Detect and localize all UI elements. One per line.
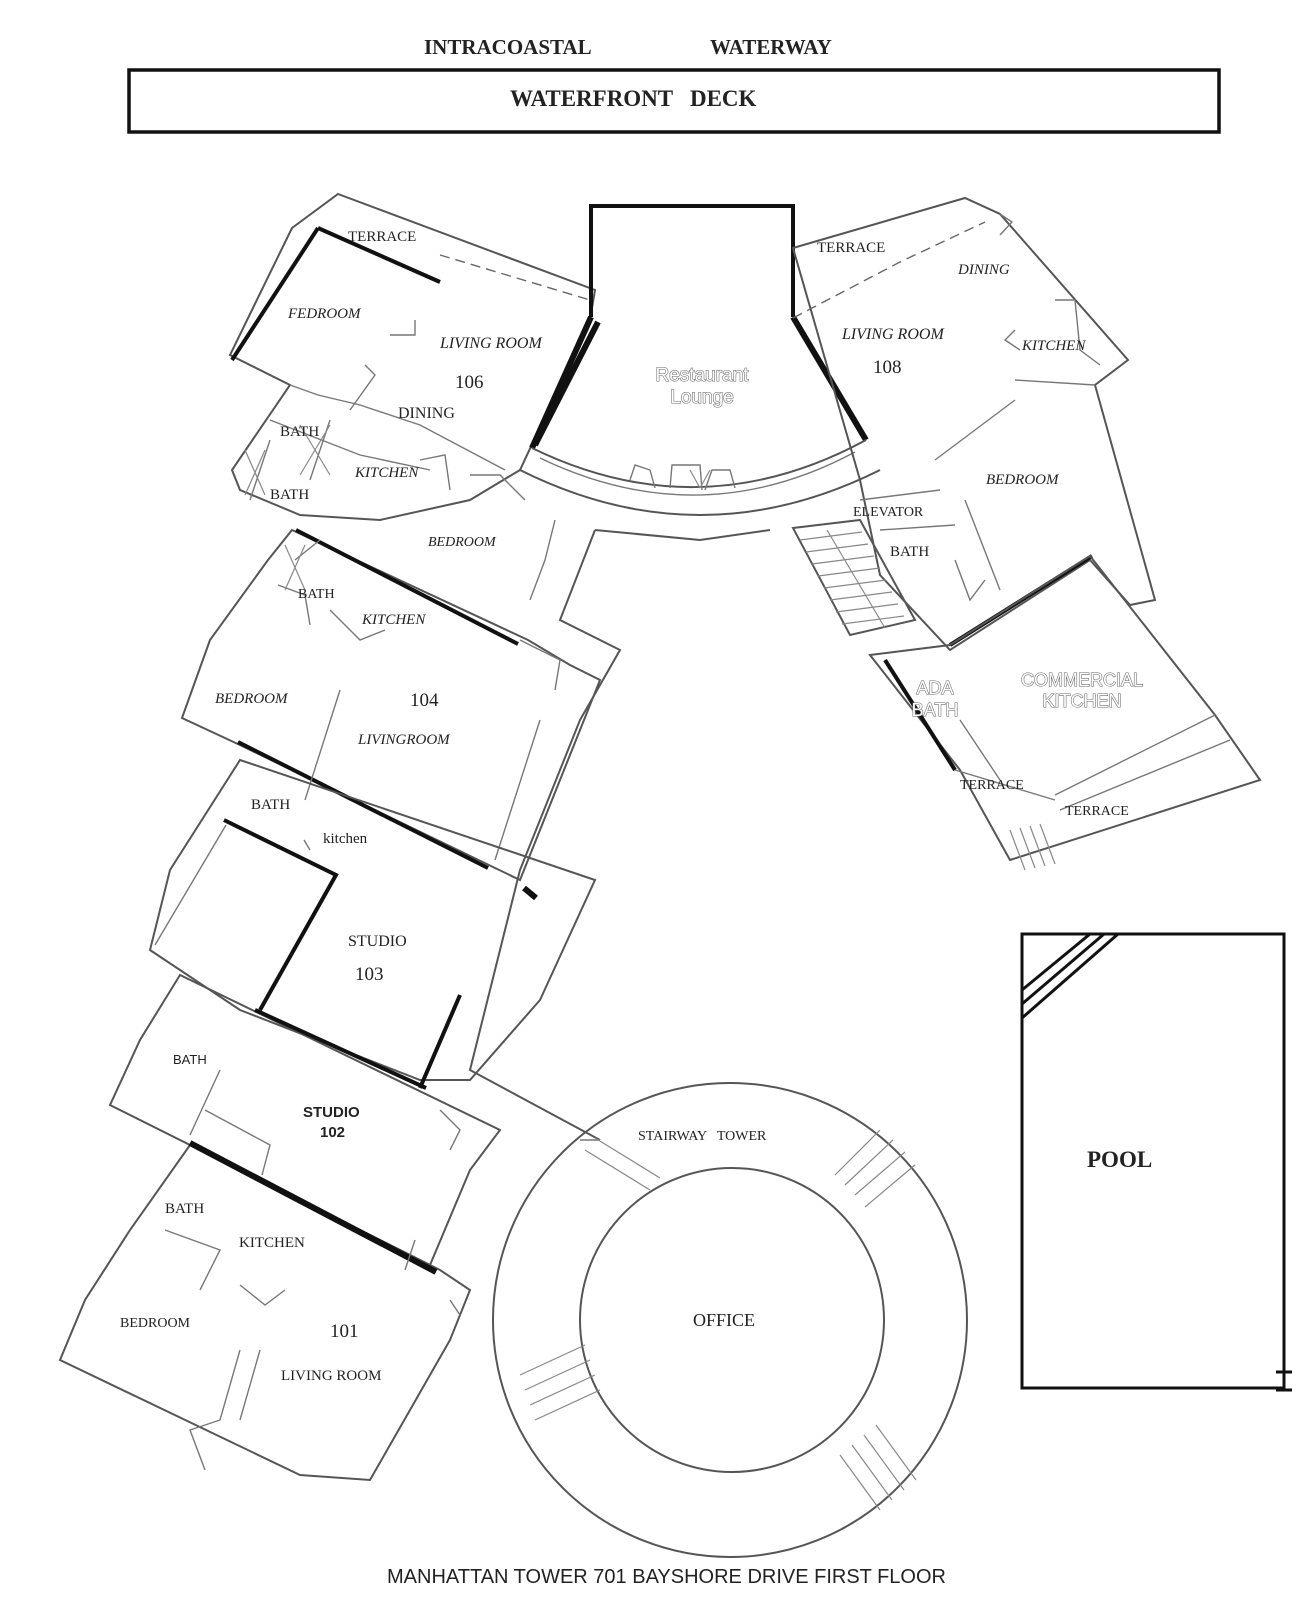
stairway-tower-label: STAIRWAY TOWER — [638, 1129, 767, 1144]
unit-101-kitchen-label: KITCHEN — [239, 1235, 305, 1251]
restaurant-label-line2: Lounge — [670, 387, 733, 408]
east-terrace-label-2: TERRACE — [1065, 804, 1129, 819]
unit-104-walls — [180, 528, 602, 882]
unit-101-number: 101 — [330, 1321, 359, 1342]
unit-102-studio-label: STUDIO — [303, 1104, 360, 1121]
waterway-label-left: INTRACOASTAL — [424, 35, 592, 59]
unit-104-number: 104 — [410, 690, 439, 711]
unit-104-living-label: LIVINGROOM — [357, 732, 451, 748]
unit-106-bath-label-1: BATH — [280, 424, 319, 440]
office-label: OFFICE — [693, 1310, 755, 1330]
unit-103-studio-label: STUDIO — [348, 933, 407, 950]
unit-106-bedroom2-label: BEDROOM — [428, 535, 497, 550]
restaurant-lounge-walls — [519, 204, 881, 516]
waterfront-deck-label: WATERFRONT DECK — [510, 86, 757, 111]
unit-106-living-label: LIVING ROOM — [439, 335, 543, 352]
unit-106-kitchen-label: KITCHEN — [354, 465, 419, 481]
unit-103-bath-label: BATH — [251, 797, 290, 813]
east-terrace-label-1: TERRACE — [960, 778, 1024, 793]
elevator-label: ELEVATOR — [853, 505, 924, 520]
ada-bath-label-line2: BATH — [912, 700, 959, 720]
unit-108-living-label: LIVING ROOM — [841, 326, 945, 343]
restaurant-label-line1: Restaurant — [656, 365, 750, 386]
unit-108-dining-label: DINING — [957, 262, 1010, 278]
unit-104-bath-label: BATH — [298, 587, 335, 602]
unit-106-bedroom-label: FEDROOM — [287, 306, 362, 322]
unit-101-bedroom-label: BEDROOM — [120, 1316, 191, 1331]
waterway-label-right: WATERWAY — [710, 35, 832, 59]
unit-106-terrace-label: TERRACE — [348, 229, 416, 245]
stairway-tower — [492, 1082, 968, 1558]
unit-108-kitchen-label: KITCHEN — [1021, 338, 1086, 354]
unit-101-bath-label: BATH — [165, 1201, 204, 1217]
commercial-kitchen-label-line1: COMMERCIAL — [1021, 670, 1143, 690]
unit-104-kitchen-label: KITCHEN — [361, 612, 426, 628]
pool-label: POOL — [1087, 1147, 1152, 1172]
unit-108-bedroom-label: BEDROOM — [986, 472, 1060, 488]
unit-106-dining-label: DINING — [398, 405, 455, 422]
unit-102-bath-label: BATH — [173, 1052, 207, 1067]
unit-101-walls — [58, 1140, 472, 1482]
unit-108-number: 108 — [873, 357, 902, 378]
commercial-kitchen-walls — [868, 554, 1262, 871]
unit-101-living-label: LIVING ROOM — [281, 1368, 381, 1384]
central-corridor — [468, 529, 771, 1141]
ada-bath-label-line1: ADA — [916, 678, 953, 698]
east-bath-label: BATH — [890, 544, 929, 560]
unit-102-number: 102 — [320, 1124, 345, 1141]
unit-106-number: 106 — [455, 372, 484, 393]
commercial-kitchen-label-line2: KITCHEN — [1042, 691, 1121, 711]
unit-103-kitchen-label: kitchen — [323, 831, 368, 847]
unit-104-bedroom-label: BEDROOM — [215, 691, 289, 707]
unit-108-terrace-label: TERRACE — [817, 240, 885, 256]
waterfront-deck-box — [127, 68, 1221, 134]
floor-plan-caption: MANHATTAN TOWER 701 BAYSHORE DRIVE FIRST… — [387, 1566, 946, 1588]
unit-103-walls — [148, 758, 597, 1089]
unit-106-bath-label-2: BATH — [270, 487, 309, 503]
unit-103-number: 103 — [355, 964, 384, 985]
central-stairs — [791, 518, 917, 637]
pool — [1020, 932, 1292, 1392]
